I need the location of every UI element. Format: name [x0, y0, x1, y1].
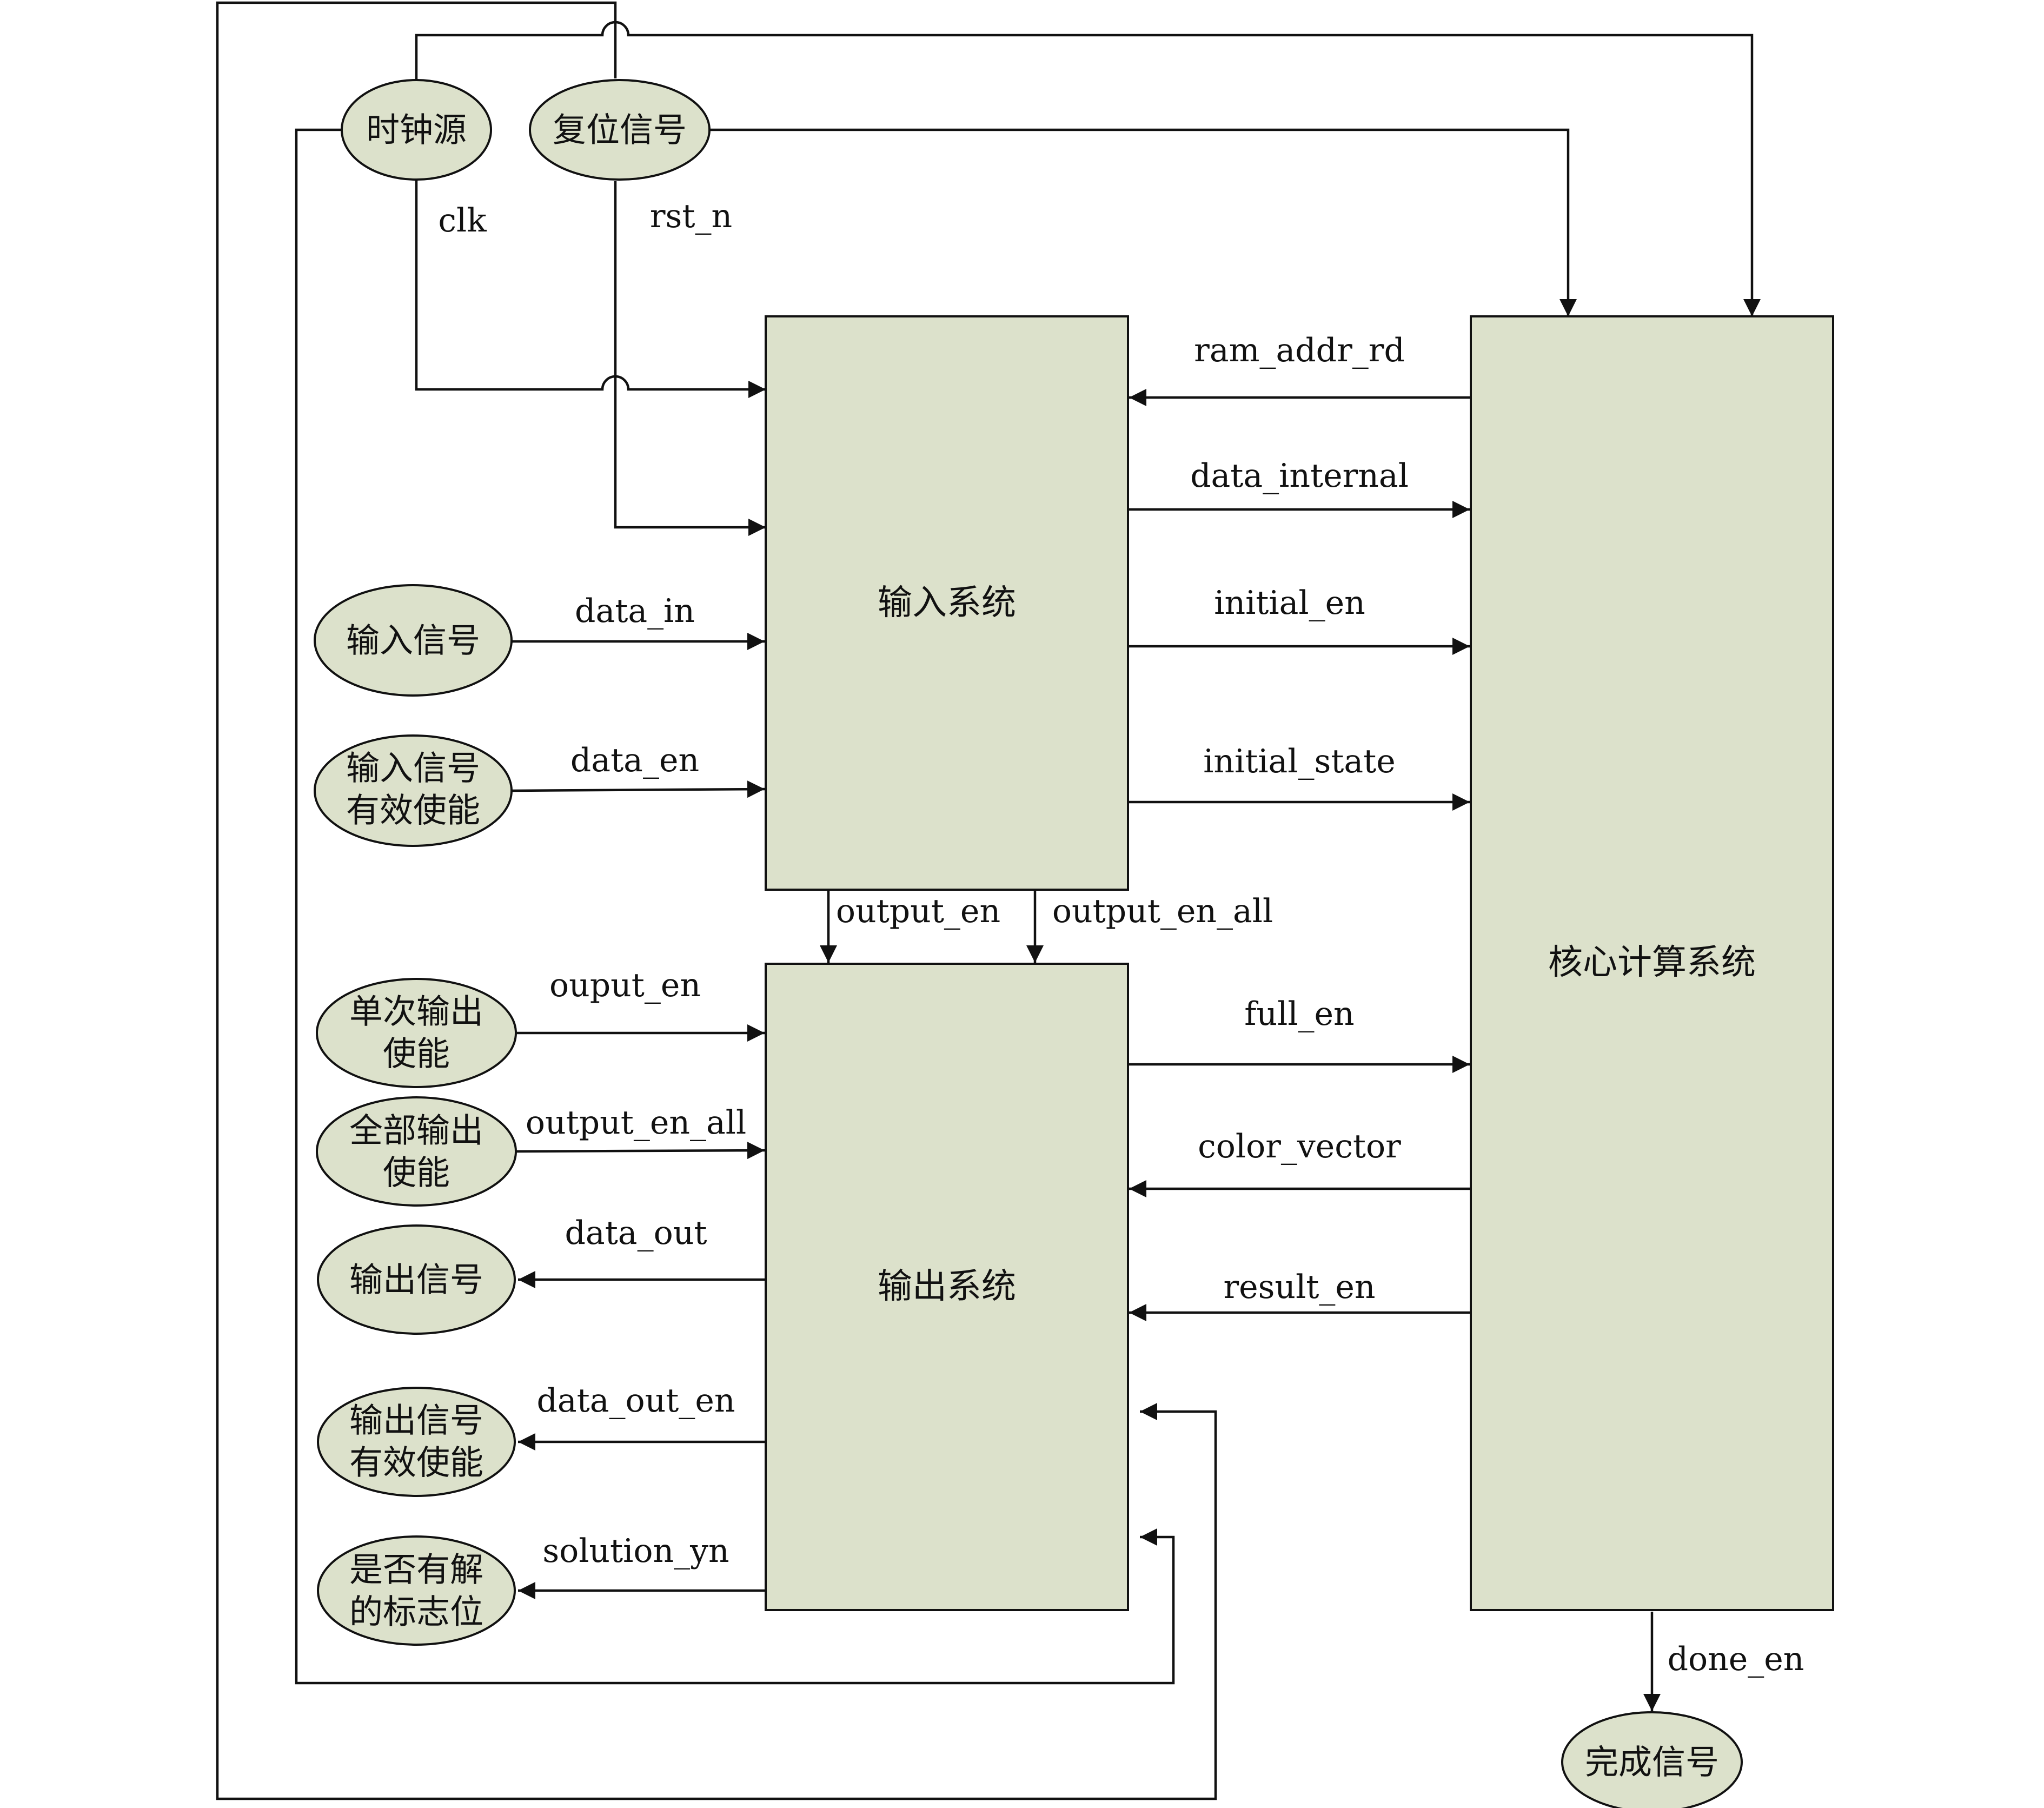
- output-en-label: output_en: [836, 892, 1000, 930]
- output-en-all-label: output_en_all: [1052, 892, 1273, 930]
- blocks: 输入系统 输出系统 核心计算系统: [765, 315, 1834, 1611]
- initial-en-label: initial_en: [1214, 584, 1365, 622]
- input-system-label: 输入系统: [878, 583, 1016, 623]
- clk-loop-wire: [295, 128, 1175, 1685]
- done-signal-label: 完成信号: [1585, 1743, 1719, 1782]
- clock-source-label: 时钟源: [366, 110, 467, 150]
- input-valid-label-line2: 有效使能: [346, 791, 480, 830]
- rst-n-wire: [614, 181, 766, 536]
- core-system-block: [1470, 315, 1834, 1611]
- ram-addr-rd-label: ram_addr_rd: [1194, 332, 1405, 369]
- data-en-label: data_en: [570, 741, 699, 779]
- done-signal-node: [1561, 1711, 1743, 1808]
- output-signal-label: 输出信号: [349, 1260, 483, 1300]
- single-output-enable-label-line2: 使能: [383, 1034, 450, 1074]
- single-output-enable-label-line1: 单次输出: [349, 992, 483, 1031]
- solution-yn-label: solution_yn: [542, 1532, 729, 1570]
- output-signal-node: [317, 1224, 516, 1335]
- solution-flag-label-line2: 的标志位: [349, 1592, 483, 1632]
- rst-loop-wire: [216, 1, 1217, 1800]
- full-en-label: full_en: [1244, 995, 1354, 1033]
- data-in-label: data_in: [575, 592, 695, 630]
- input-valid-label-line1: 输入信号: [346, 749, 480, 788]
- result-en-label: result_en: [1223, 1268, 1375, 1306]
- clock-source-node: [341, 79, 492, 181]
- solution-flag-node: [317, 1535, 516, 1646]
- all-output-enable-node: [316, 1096, 517, 1207]
- color-vector-label: color_vector: [1198, 1128, 1401, 1165]
- reset-signal-node: [529, 79, 711, 181]
- data-internal-label: data_internal: [1190, 457, 1409, 495]
- single-output-enable-node: [316, 978, 517, 1088]
- input-signal-node: [314, 584, 513, 697]
- output-system-label: 输出系统: [878, 1267, 1016, 1307]
- input-signal-label: 输入信号: [346, 621, 480, 660]
- ouput-en-label: ouput_en: [549, 966, 701, 1004]
- initial-state-label: initial_state: [1203, 743, 1396, 780]
- rst-n-label: rst_n: [650, 197, 732, 235]
- all-output-enable-label-line2: 使能: [383, 1153, 450, 1193]
- output-valid-node: [317, 1387, 516, 1497]
- solution-flag-label-line1: 是否有解: [349, 1550, 483, 1590]
- input-system-block: [765, 315, 1129, 891]
- source-nodes: 时钟源 复位信号 输入信号 输入信号 有效使能 单次输出 使能 全部输出 使能 …: [314, 79, 1743, 1808]
- output-valid-label-line2: 有效使能: [349, 1443, 483, 1482]
- all-output-enable-label-line1: 全部输出: [349, 1111, 483, 1150]
- data-en-wire: [511, 780, 765, 798]
- rst-core-wire: [709, 128, 1577, 316]
- output-system-block: [765, 963, 1129, 1611]
- data-out-en-label: data_out_en: [536, 1382, 735, 1420]
- signal-labels: clk rst_n ram_addr_rd data_internal init…: [438, 197, 1804, 1678]
- core-system-label: 核心计算系统: [1548, 943, 1756, 983]
- done-en-label: done_en: [1668, 1640, 1804, 1678]
- wires: [216, 1, 1761, 1800]
- reset-signal-label: 复位信号: [553, 110, 687, 150]
- data-out-label: data_out: [565, 1214, 707, 1252]
- clk-label: clk: [438, 202, 487, 240]
- output-valid-label-line1: 输出信号: [349, 1401, 483, 1440]
- input-valid-node: [314, 734, 513, 847]
- output-en-all-in-label: output_en_all: [526, 1104, 746, 1142]
- output-en-all-in-wire: [515, 1142, 765, 1160]
